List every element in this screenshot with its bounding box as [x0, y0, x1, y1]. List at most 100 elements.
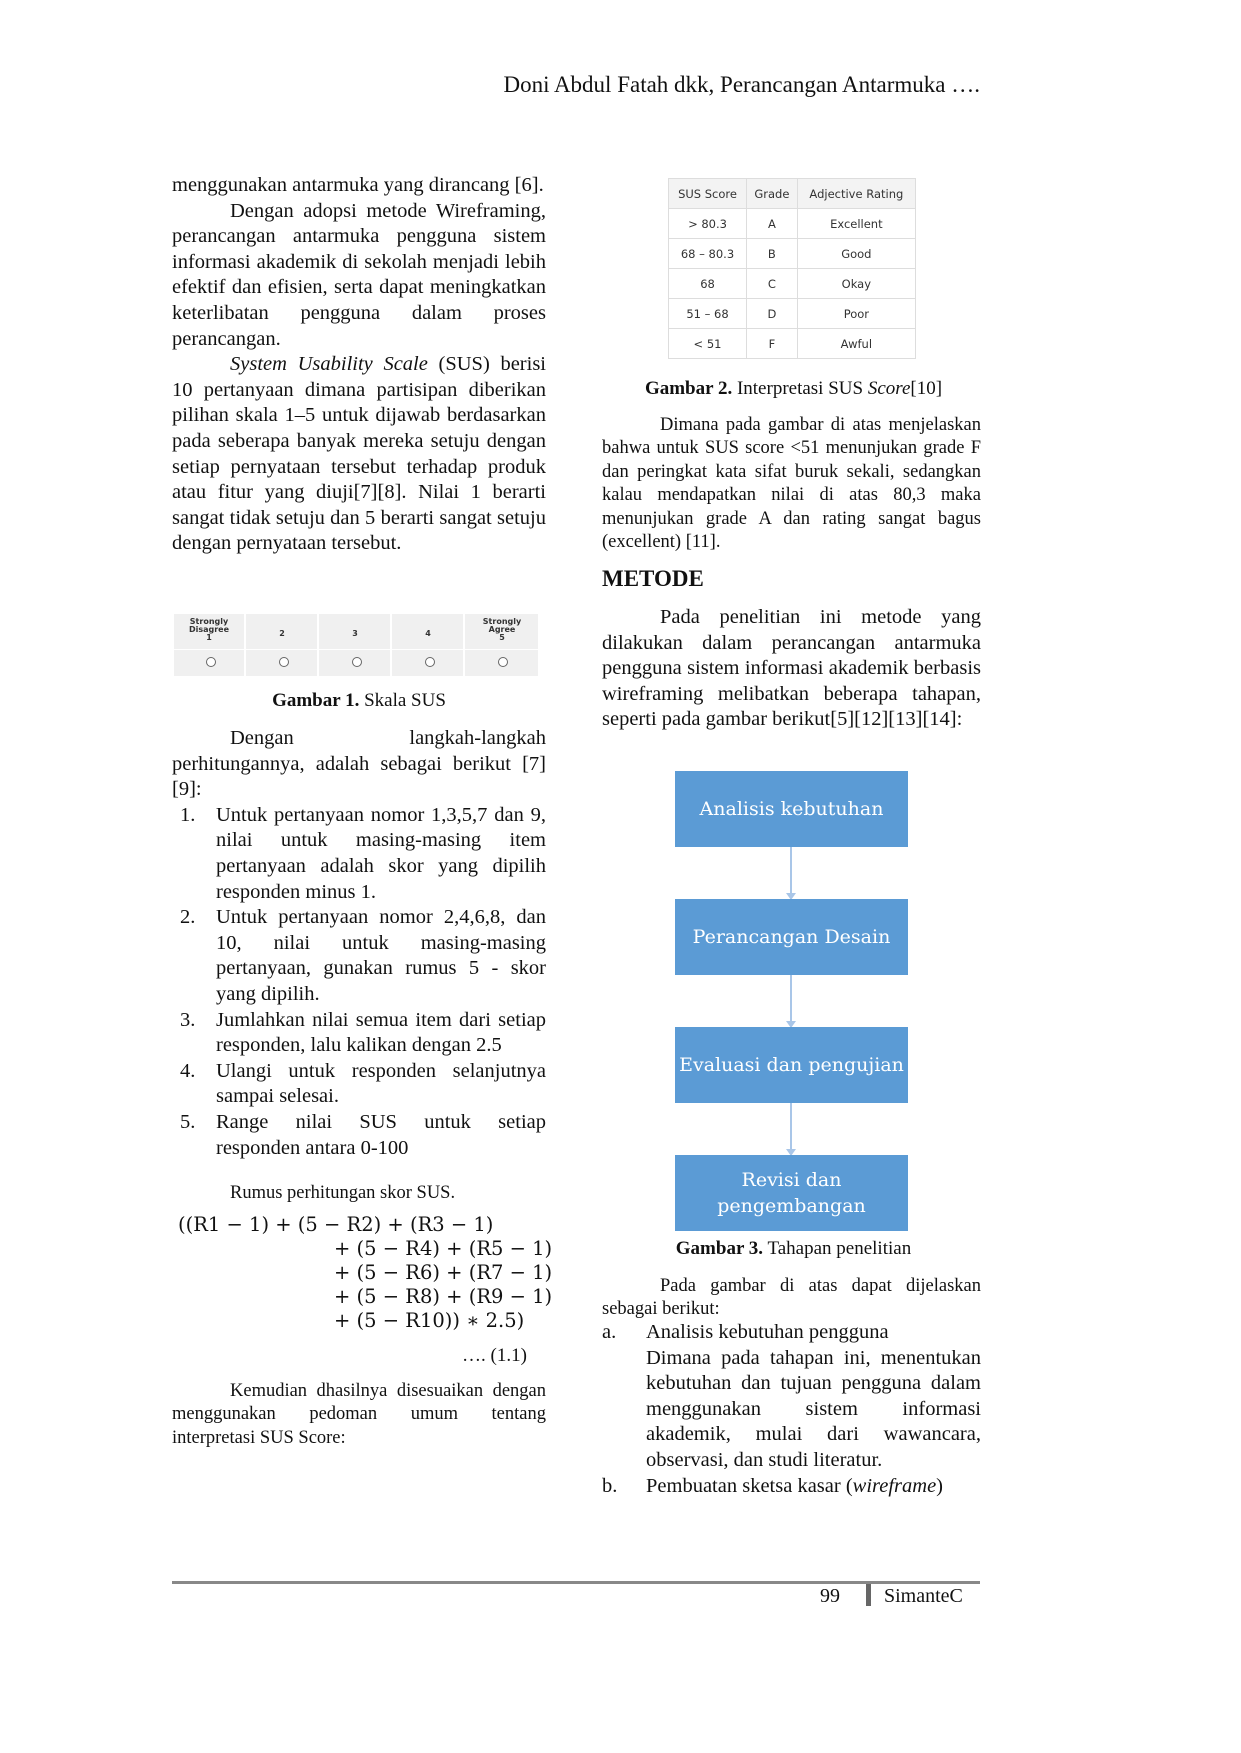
figure-2-italic: Score: [867, 378, 911, 399]
list-a-body: Dimana pada tahapan ini, menentukan kebu…: [646, 1346, 981, 1471]
table-cell: F: [746, 328, 798, 359]
table-cell: > 80.3: [667, 208, 748, 239]
table-cell: Awful: [796, 328, 917, 359]
step-item: 3. Jumlahkan nilai semua item dari setiap…: [172, 1008, 546, 1059]
step-item: 4. Ulangi untuk responden selanjutnya sam…: [172, 1059, 546, 1110]
scale-cell-3: 3: [320, 614, 392, 676]
paragraph-sus-explain: Dimana pada gambar di atas menjelaskan b…: [602, 414, 981, 554]
formula-label: Rumus perhitungan skor SUS.: [230, 1183, 456, 1203]
formula-line-4: + (5 − R8) + (R9 − 1): [334, 1285, 553, 1308]
table-cell: C: [746, 268, 798, 299]
footer-rule: [172, 1581, 980, 1584]
flow-arrow: [790, 847, 792, 893]
radio-icon: [498, 657, 508, 667]
list-b-text: Pembuatan sketsa kasar (: [646, 1474, 853, 1497]
list-item-a: a. Analisis kebutuhan pengguna Dimana pa…: [602, 1320, 981, 1474]
formula-line-5: + (5 − R10)) ∗ 2.5): [334, 1309, 525, 1332]
left-column-lower: Dengan langkah-langkah perhitungannya, a…: [172, 726, 546, 1161]
list-item-b: b. Pembuatan sketsa kasar (wireframe): [602, 1474, 981, 1500]
paragraph-steps-intro: Dengan langkah-langkah perhitungannya, a…: [172, 727, 546, 801]
figure-2-text: Interpretasi SUS: [732, 378, 868, 399]
step-number: 5.: [180, 1110, 196, 1133]
list-label-a: a.: [602, 1321, 617, 1343]
radio-icon: [425, 657, 435, 667]
table-cell: Good: [796, 238, 917, 269]
steps-list: 1. Untuk pertanyaan nomor 1,3,5,7 dan 9, …: [172, 803, 546, 1161]
figure-3-caption: Gambar 3. Tahapan penelitian: [606, 1238, 981, 1260]
list-b-italic: wireframe: [852, 1474, 937, 1497]
running-header: Doni Abdul Fatah dkk, Perancangan Antarm…: [503, 72, 980, 97]
arrow-head-icon: [786, 1149, 796, 1156]
explain-text: Pada gambar di atas dapat dijelaskan seb…: [602, 1276, 981, 1320]
flow-arrow: [790, 975, 792, 1021]
figure-3-label: Gambar 3.: [675, 1238, 764, 1259]
flow-step-4: Revisi dan pengembangan: [675, 1155, 908, 1231]
paragraph-sus: System Usability Scale (SUS) berisi 10 p…: [172, 352, 546, 557]
scale-label-3: 3: [352, 629, 358, 638]
table-cell: D: [746, 298, 798, 329]
step-item: 2.Untuk pertanyaan nomor 2,4,6,8, dan 10…: [172, 905, 546, 1007]
step-number: 4.: [180, 1059, 196, 1082]
radio-icon: [206, 657, 216, 667]
list-b-end: ): [936, 1474, 943, 1497]
formula-line-3: + (5 − R6) + (R7 − 1): [334, 1261, 553, 1284]
table-header-cell: SUS Score: [667, 178, 748, 209]
step-item: 1. Untuk pertanyaan nomor 1,3,5,7 dan 9, …: [172, 803, 546, 905]
journal-name: SimanteC: [884, 1585, 963, 1607]
method-text: Pada penelitian ini metode yang dilakuka…: [602, 606, 981, 731]
paragraph-method: Pada penelitian ini metode yang dilakuka…: [602, 605, 981, 733]
scale-cell-4: 4: [393, 614, 465, 676]
step-item: 5. Range nilai SUS untuk setiap responden…: [172, 1110, 546, 1161]
table-header-cell: Adjective Rating: [796, 178, 917, 209]
list-label-b: b.: [602, 1474, 618, 1497]
figure-2-label: Gambar 2.: [644, 378, 733, 399]
step-number: 3.: [180, 1008, 196, 1031]
equation-number: …. (1.1): [462, 1345, 527, 1366]
figure-1-label: Gambar 1.: [272, 690, 360, 711]
radio-icon: [279, 657, 289, 667]
step-text: Untuk pertanyaan nomor 1,3,5,7 dan 9, ni…: [216, 803, 546, 903]
sus-italic: System Usability Scale: [230, 353, 428, 376]
table-cell: 68: [667, 268, 748, 299]
step-text: Jumlahkan nilai semua item dari setiap r…: [216, 1008, 546, 1057]
sus-explain-text: Dimana pada gambar di atas menjelaskan b…: [602, 415, 981, 553]
paragraph-continued: menggunakan antarmuka yang dirancang [6]…: [172, 174, 544, 196]
arrow-head-icon: [786, 1021, 796, 1028]
table-header-cell: Grade: [746, 178, 798, 209]
arrow-head-icon: [786, 893, 796, 900]
paragraph-interpretation: Kemudian dhasilnya disesuaikan dengan me…: [172, 1380, 546, 1450]
step-text: Ulangi untuk responden selanjutnya sampa…: [216, 1059, 546, 1108]
list-a-title: Analisis kebutuhan pengguna: [646, 1321, 889, 1343]
table-cell: < 51: [667, 328, 748, 359]
step-text: Range nilai SUS untuk setiap responden a…: [216, 1110, 546, 1159]
figure-1-caption: Gambar 1. Skala SUS: [172, 690, 546, 712]
flow-step-2: Perancangan Desain: [675, 899, 908, 975]
table-cell: 68 – 80.3: [667, 238, 748, 269]
figure-1-text: Skala SUS: [359, 690, 446, 711]
flow-arrow: [790, 1103, 792, 1149]
section-heading-metode: METODE: [602, 566, 704, 591]
flow-step-3: Evaluasi dan pengujian: [675, 1027, 908, 1103]
page-number: 99: [820, 1585, 840, 1607]
scale-divider: [174, 649, 538, 650]
interpretation-text: Kemudian dhasilnya disesuaikan dengan me…: [172, 1381, 546, 1448]
table-cell: 51 – 68: [667, 298, 748, 329]
step-number: 1.: [180, 803, 196, 826]
flow-step-1: Analisis kebutuhan: [675, 771, 908, 847]
table-cell: A: [746, 208, 798, 239]
left-column: menggunakan antarmuka yang dirancang [6]…: [172, 173, 546, 557]
scale-label-4: 4: [425, 629, 431, 638]
scale-label-2: 2: [279, 629, 285, 638]
paragraph-explain: Pada gambar di atas dapat dijelaskan seb…: [602, 1275, 981, 1322]
table-cell: B: [746, 238, 798, 269]
